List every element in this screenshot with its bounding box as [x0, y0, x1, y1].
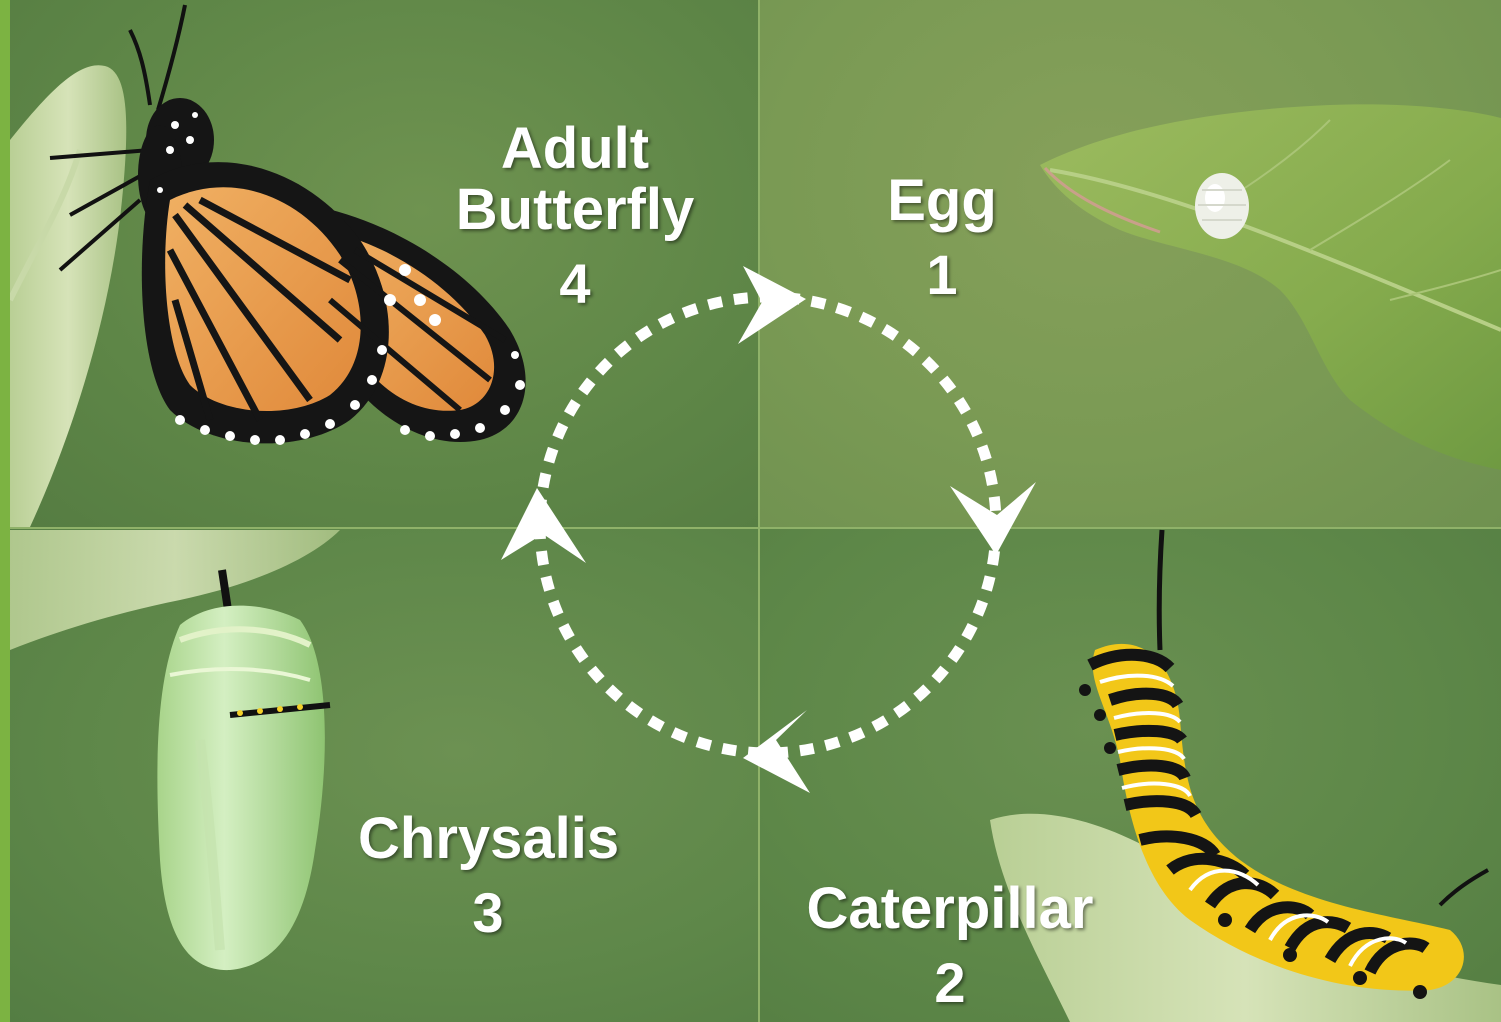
stage-label-chrysalis: Chrysalis 3	[358, 748, 618, 1003]
stage-name: Chrysalis	[358, 806, 619, 871]
stage-name: Egg	[887, 168, 997, 233]
green-chrysalis-icon	[10, 530, 340, 970]
stage-number: 2	[800, 954, 1100, 1013]
stage-number: 1	[852, 246, 1032, 305]
stage-number: 3	[358, 884, 618, 943]
egg-on-leaf-icon	[1040, 104, 1501, 470]
illustrations	[10, 0, 1501, 1022]
stage-name: Caterpillar	[807, 876, 1094, 941]
stage-label-caterpillar: Caterpillar 2	[800, 818, 1100, 1022]
life-cycle-diagram: Adult Butterfly 4 Egg 1 Chrysalis 3 Cate…	[10, 0, 1501, 1022]
stage-number: 4	[430, 255, 720, 314]
stage-label-adult-butterfly: Adult Butterfly 4	[430, 58, 720, 374]
stage-label-egg: Egg 1	[852, 110, 1032, 365]
arrow-head-top	[738, 266, 806, 344]
stage-name: Adult Butterfly	[456, 116, 694, 242]
arrow-head-right	[950, 482, 1036, 555]
